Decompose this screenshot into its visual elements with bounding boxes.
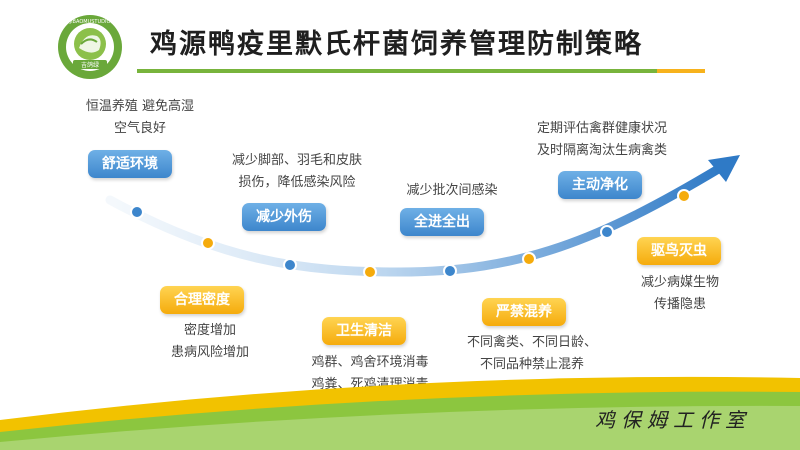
desc-line: 恒温养殖 避免高湿 <box>85 99 195 114</box>
title-underline-green <box>137 69 690 73</box>
desc-line: 密度增加 <box>183 323 236 338</box>
strategy-desc: 恒温养殖 避免高湿 空气良好 <box>70 96 210 140</box>
strategy-label-density: 合理密度 <box>160 286 244 314</box>
desc-line: 定期评估禽群健康状况 <box>536 121 667 136</box>
node-dot <box>522 252 536 266</box>
desc-line: 不同品种禁止混养 <box>479 357 584 372</box>
desc-line: 空气良好 <box>113 121 166 136</box>
node-dot <box>363 265 377 279</box>
strategy-label-injury: 减少外伤 <box>242 203 326 231</box>
curve-arrowhead <box>708 155 740 182</box>
desc-line: 患病风险增加 <box>170 345 249 360</box>
footer-slogan: 鸡保姆工作室 <box>595 408 751 432</box>
title-underline-yellow <box>657 69 705 73</box>
node-dot <box>600 225 614 239</box>
strategy-desc: 不同禽类、不同日龄、 不同品种禁止混养 <box>457 332 607 376</box>
logo-sub-text: 吉鸽绿 <box>81 61 99 69</box>
desc-line: 减少批次间感染 <box>406 183 498 198</box>
studio-logo: 吉鸽绿 JIBAOMUSTUDIO <box>58 15 122 79</box>
logo-ring-text: JIBAOMUSTUDIO <box>69 19 111 25</box>
desc-line: 损伤，降低感染风险 <box>238 175 356 190</box>
strategy-label-no-mixing: 严禁混养 <box>482 298 566 326</box>
desc-line: 及时隔离淘汰生病禽类 <box>536 143 667 158</box>
strategy-label-hygiene: 卫生清洁 <box>322 317 406 345</box>
footer-swoosh <box>0 376 800 450</box>
strategy-desc: 定期评估禽群健康状况 及时隔离淘汰生病禽类 <box>522 118 682 162</box>
strategy-desc: 减少批次间感染 <box>392 180 512 202</box>
strategy-label-pest-control: 驱鸟灭虫 <box>637 237 721 265</box>
node-dot <box>443 264 457 278</box>
desc-line: 减少病媒生物 <box>640 275 719 290</box>
node-dot <box>283 258 297 272</box>
node-dot <box>130 205 144 219</box>
node-dot <box>201 236 215 250</box>
strategy-label-all-in-all-out: 全进全出 <box>400 208 484 236</box>
desc-line: 传播隐患 <box>653 297 706 312</box>
desc-line: 减少脚部、羽毛和皮肤 <box>231 153 362 168</box>
strategy-desc: 减少脚部、羽毛和皮肤 损伤，降低感染风险 <box>222 150 372 194</box>
strategy-desc: 密度增加 患病风险增加 <box>150 320 270 364</box>
strategy-desc: 减少病媒生物 传播隐患 <box>625 272 735 316</box>
strategy-label-comfort: 舒适环境 <box>88 150 172 178</box>
desc-line: 不同禽类、不同日龄、 <box>466 335 597 350</box>
node-dot <box>677 189 691 203</box>
desc-line: 鸡群、鸡舍环境消毒 <box>311 355 429 370</box>
page-title: 鸡源鸭疫里默氏杆菌饲养管理防制策略 <box>150 29 643 60</box>
strategy-label-purification: 主动净化 <box>558 171 642 199</box>
